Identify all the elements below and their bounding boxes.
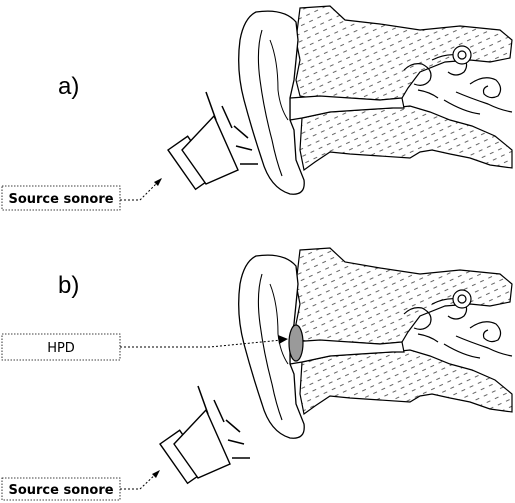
panel-b-letter: b)	[58, 272, 79, 299]
panel-b-middle-ear	[403, 289, 513, 359]
panel-a-source-leader	[120, 177, 163, 201]
panel-b-source-label: Source sonore	[8, 483, 113, 498]
panel-a-lower-tissue	[299, 105, 513, 172]
panel-b-sound-waves	[197, 385, 250, 459]
panel-a-ear-canal	[289, 95, 405, 121]
panel-b-source-arrowhead	[152, 470, 160, 478]
panel-a-letter: a)	[58, 73, 79, 100]
panel-b-speaker-cone	[173, 408, 231, 479]
panel-b-source-leader	[120, 469, 161, 490]
panel-a: a)	[1, 5, 513, 211]
panel-a-source-label: Source sonore	[8, 192, 113, 207]
panel-a-tissue	[295, 5, 513, 101]
panel-b-hpd-arrowhead	[278, 335, 288, 344]
panel-a-pinna-inner	[257, 29, 283, 177]
panel-b: b) HPD	[1, 247, 513, 501]
panel-a-speaker	[167, 114, 239, 191]
panel-b-pinna-inner	[257, 273, 283, 421]
panel-b-hpd-label: HPD	[47, 341, 75, 356]
panel-a-pinna-fold	[269, 39, 289, 121]
panel-a-speaker-cone	[181, 114, 239, 185]
panel-a-source-box	[1, 185, 121, 211]
panel-b-ear-canal	[289, 339, 405, 365]
panel-a-middle-ear	[403, 45, 513, 115]
panel-b-tissue	[295, 247, 513, 345]
panel-b-pinna	[238, 254, 305, 439]
panel-b-pinna-fold	[269, 283, 289, 365]
panel-a-pinna	[238, 10, 305, 195]
earplug-icon	[288, 324, 304, 362]
panel-b-hpd-box	[1, 333, 121, 361]
panel-b-lower-tissue	[299, 349, 513, 416]
panel-b-speaker	[159, 408, 231, 485]
panel-a-source-arrowhead	[154, 178, 162, 186]
panel-b-hpd-leader	[120, 339, 283, 348]
panel-a-sound-waves	[205, 91, 258, 165]
